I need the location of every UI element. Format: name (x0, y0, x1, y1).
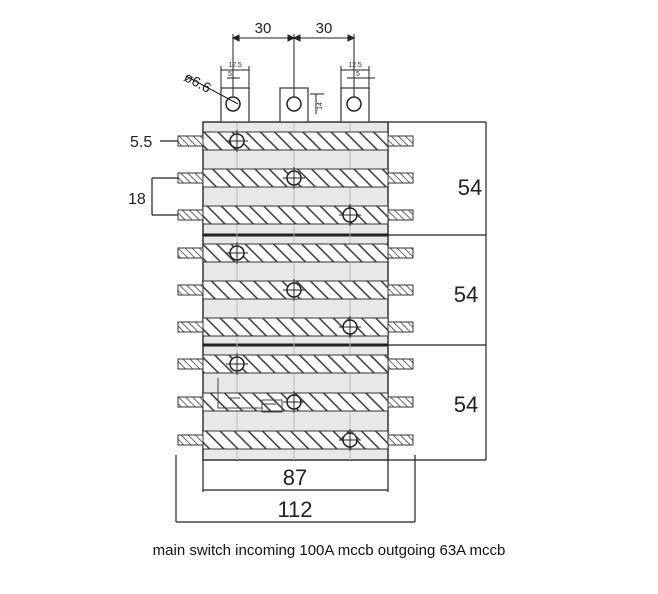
dim-top-spacing-left: 30 (255, 20, 272, 37)
busbar-tab-left (177, 434, 204, 446)
busbar-tab-left (177, 321, 204, 333)
busbar (202, 430, 389, 450)
busbar-tab-right (387, 358, 414, 370)
busbar (202, 354, 389, 374)
busbar-tab-left (177, 135, 204, 147)
dim-section-height-2: 54 (454, 282, 478, 307)
busbar-tab-right (387, 135, 414, 147)
busbar-tab-left (177, 284, 204, 296)
dim-busbar-pitch: 18 (128, 191, 146, 208)
dim-vertical-small: 14 (317, 102, 324, 110)
dim-overall-width: 112 (277, 497, 312, 522)
top-terminal-left-hole-icon (225, 96, 241, 112)
wiring-details (217, 378, 361, 441)
side-dimensions (151, 121, 487, 523)
dim-top-spacing-right: 30 (316, 20, 333, 37)
busbar-tab-right (387, 209, 414, 221)
busbar-tab-right (387, 172, 414, 184)
caption: main switch incoming 100A mccb outgoing … (152, 542, 506, 559)
busbar-tab-right (387, 284, 414, 296)
busbar-tab-left (177, 396, 204, 408)
busbar (202, 205, 389, 225)
dim-terminal-width: 5.5 (130, 134, 152, 151)
busbar-row (177, 242, 414, 264)
busbar-tab-right (387, 321, 414, 333)
busbar-row (177, 130, 414, 152)
busbar-row (177, 279, 414, 301)
busbar-row (177, 204, 414, 226)
dim-hole-diameter: ø6.6 (182, 69, 214, 96)
busbar-tab-left (177, 358, 204, 370)
top-terminals (220, 87, 370, 123)
dim-terminal-small-b: 5 (356, 71, 360, 78)
dim-terminal-right-detail: 12.5 (348, 62, 362, 69)
busbar-row (177, 167, 414, 189)
busbar-tab-right (387, 247, 414, 259)
busbar-tab-right (387, 434, 414, 446)
dim-terminal-left-detail: 12.5 (228, 62, 242, 69)
busbar-tab-left (177, 209, 204, 221)
top-terminal-right-hole-icon (346, 96, 362, 112)
busbar-row (177, 353, 414, 375)
dim-section-height-3: 54 (454, 392, 478, 417)
dim-section-height-1: 54 (458, 175, 482, 200)
busbar (202, 131, 389, 151)
busbar (202, 243, 389, 263)
busbar (202, 317, 389, 337)
dim-terminal-small-a: 5 (228, 71, 232, 78)
busbar-tab-right (387, 396, 414, 408)
busbar-row (177, 316, 414, 338)
top-dimensions (185, 34, 375, 114)
busbar-tab-left (177, 172, 204, 184)
busbar-row (177, 391, 414, 413)
top-terminal-middle-hole-icon (286, 96, 302, 112)
busbar-row (177, 429, 414, 451)
dim-inner-width: 87 (283, 465, 307, 490)
busbars (177, 130, 414, 451)
busbar-tab-left (177, 247, 204, 259)
